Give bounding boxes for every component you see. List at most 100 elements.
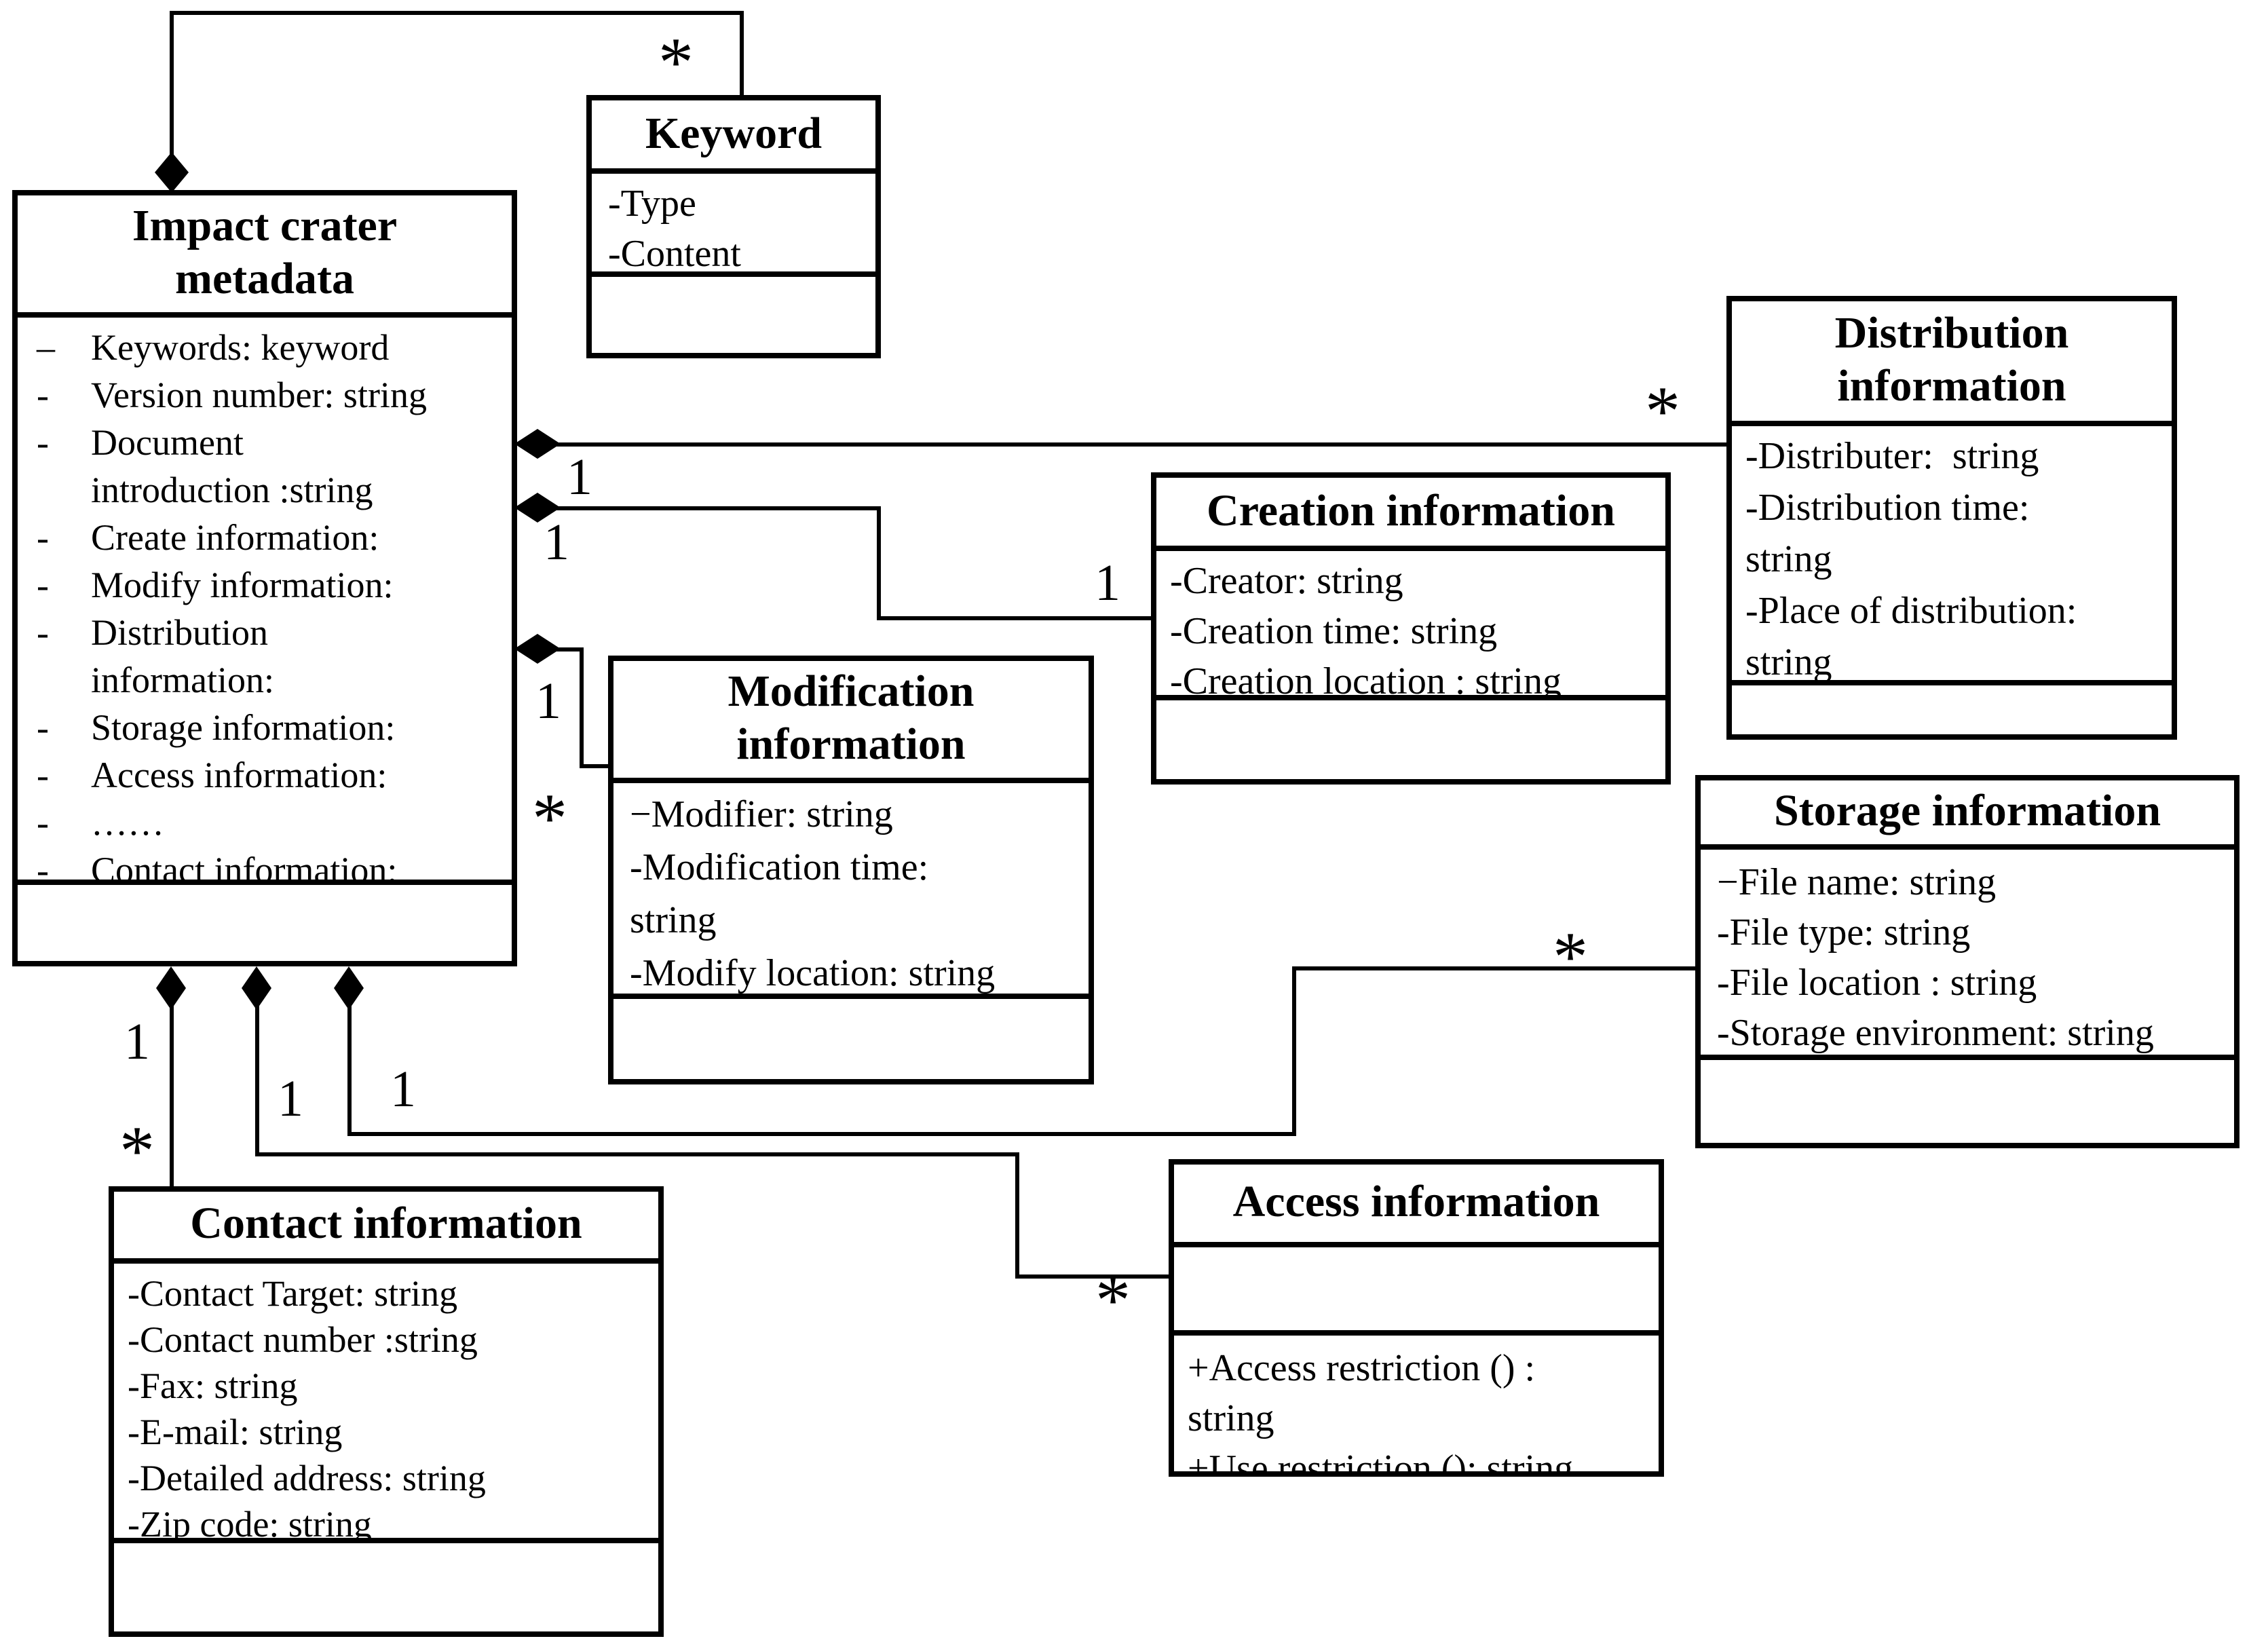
class-title: Creation information: [1156, 478, 1665, 551]
attribute-dash: -: [37, 517, 49, 558]
attribute-dash: -: [37, 612, 49, 653]
composition-diamond-icon: [156, 966, 186, 1010]
class-operations-empty: [18, 880, 512, 961]
attribute-line: -Creation time: string: [1170, 611, 1498, 653]
multiplicity-label: 1: [124, 1014, 150, 1071]
class-box-access-information: Access information +Access restriction (…: [1169, 1159, 1664, 1477]
attribute-line: string: [630, 900, 717, 942]
multiplicity-label: *: [1095, 1262, 1131, 1340]
attribute-line: -Creation location : string: [1170, 661, 1562, 695]
connector-storage-v1: [347, 1004, 352, 1136]
attribute-text: Version number: string: [91, 375, 427, 415]
class-box-impact-crater-metadata: Impact crater metadata –Keywords: keywor…: [12, 190, 517, 966]
class-title: Modification information: [613, 661, 1089, 783]
attribute-line: -E-mail: string: [128, 1412, 343, 1452]
class-operations: +Access restriction () : string +Use restr…: [1174, 1336, 1659, 1471]
attribute-line: -File location : string: [1717, 962, 2037, 1004]
class-operations-empty: [592, 271, 875, 353]
multiplicity-label: 1: [278, 1071, 303, 1128]
connector-distribution: [554, 442, 1726, 447]
attribute-line: -Detailed address: string: [128, 1458, 486, 1498]
attribute-line: -Contact Target: string: [128, 1273, 458, 1314]
class-attributes: -Contact Target: string -Contact number :…: [114, 1264, 658, 1538]
attribute-line: string: [1188, 1398, 1274, 1440]
attribute-line: -Type: [608, 183, 696, 225]
attribute-line: - Create information:: [37, 514, 509, 562]
class-attributes: −Modifier: string -Modification time: stri…: [613, 783, 1089, 994]
attribute-text: Document: [91, 422, 244, 463]
attribute-line: -Document: [37, 419, 509, 467]
multiplicity-label: 1: [535, 673, 561, 730]
connector-keyword-top: [170, 11, 744, 15]
attribute-text: Access information:: [91, 755, 388, 795]
attribute-dash: -: [37, 850, 49, 880]
attribute-text: Modify information:: [91, 565, 394, 605]
attribute-line: - Distribution: [37, 609, 509, 657]
class-box-modification-information: Modification information −Modifier: stri…: [608, 656, 1094, 1084]
attribute-line: -Content: [608, 233, 741, 271]
attribute-line: −Modifier: string: [630, 794, 893, 836]
class-box-keyword: Keyword -Type -Content: [586, 95, 881, 358]
attribute-line: introduction :string: [37, 467, 509, 514]
class-box-contact-information: Contact information -Contact Target: str…: [109, 1186, 664, 1637]
composition-diamond-icon: [242, 966, 271, 1010]
attribute-line: string: [1745, 539, 1832, 581]
class-title: Impact crater metadata: [18, 195, 512, 318]
attribute-line: -Modification time:: [630, 847, 929, 889]
connector-access-h2: [1015, 1274, 1169, 1279]
attribute-line: - Version number: string: [37, 372, 509, 419]
class-title: Keyword: [592, 100, 875, 174]
connector-access-h1: [255, 1152, 1019, 1156]
attribute-dash: -: [37, 565, 49, 605]
multiplicity-label: 1: [567, 449, 592, 506]
attribute-line: −File name: string: [1717, 862, 1997, 904]
multiplicity-label: 1: [544, 514, 569, 571]
attribute-line: -Access information:: [37, 752, 509, 799]
multiplicity-label: *: [119, 1113, 155, 1191]
class-title: Distribution information: [1732, 301, 2172, 426]
connector-creation-h2: [877, 616, 1151, 620]
attribute-text: Create information:: [91, 517, 379, 558]
class-title: Access information: [1174, 1165, 1659, 1247]
attribute-line: +Access restriction () :: [1188, 1348, 1536, 1390]
class-operations-empty: [1732, 680, 2172, 734]
class-attributes: −File name: string -File type: string -Fil…: [1701, 850, 2234, 1055]
attribute-line: - Contact information:: [37, 847, 509, 880]
attribute-line: +Use restriction (): string: [1188, 1448, 1574, 1471]
attribute-text: introduction :string: [91, 470, 373, 510]
connector-access-v1: [255, 1004, 259, 1156]
attribute-dash: -: [37, 375, 49, 415]
class-attributes: –Keywords: keyword-Version number: strin…: [18, 318, 512, 880]
attribute-line: -Modify location: string: [630, 953, 996, 994]
connector-modification-h1: [554, 647, 584, 651]
attribute-line: -File type: string: [1717, 912, 1971, 954]
composition-diamond-icon: [155, 152, 189, 193]
attribute-line: -Distribution time:: [1745, 487, 2030, 529]
class-operations-empty: [114, 1538, 658, 1631]
class-box-distribution-information: Distribution information -Distributer: s…: [1726, 296, 2177, 740]
attribute-text: Contact information:: [91, 850, 398, 880]
attribute-line: -Contact number :string: [128, 1319, 478, 1360]
class-box-storage-information: Storage information −File name: string-F…: [1695, 775, 2239, 1148]
multiplicity-label: *: [532, 780, 567, 858]
class-operations-empty: [1156, 695, 1665, 779]
attribute-line: –Keywords: keyword: [37, 324, 509, 372]
attribute-dash: -: [37, 802, 49, 843]
class-attributes-empty: [1174, 1247, 1659, 1336]
connector-keyword-left-vertical: [170, 11, 174, 163]
attribute-text: Keywords: keyword: [91, 327, 390, 368]
multiplicity-label: *: [1645, 373, 1680, 451]
class-operations-empty: [1701, 1055, 2234, 1143]
class-attributes: -Type -Content: [592, 174, 875, 271]
attribute-line: -Place of distribution:: [1745, 590, 2077, 632]
class-operations-empty: [613, 994, 1089, 1079]
attribute-text: Storage information:: [91, 707, 396, 748]
multiplicity-label: *: [1553, 919, 1588, 997]
connector-modification-h2: [580, 764, 612, 768]
attribute-line: information:: [37, 657, 509, 704]
connector-storage-v2: [1292, 966, 1296, 1136]
attribute-text: Distribution: [91, 612, 269, 653]
attribute-dash: –: [37, 327, 55, 368]
